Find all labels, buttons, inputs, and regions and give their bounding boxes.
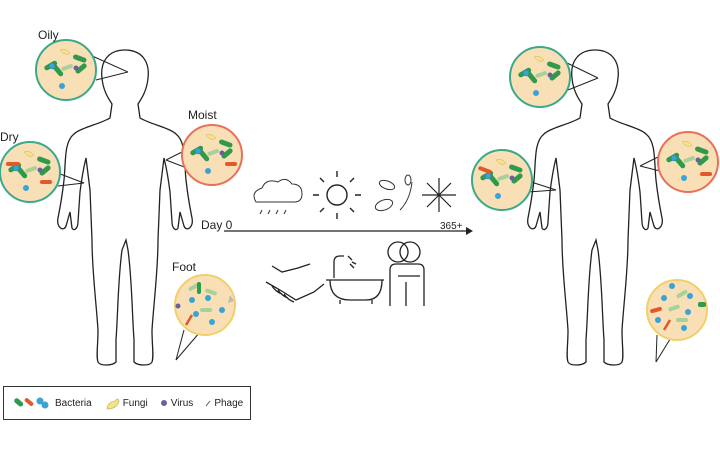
legend-item-fungi: Fungi <box>104 395 148 411</box>
timeline-end-label: 365+ <box>440 221 463 232</box>
oily-site-circle <box>35 39 129 101</box>
legend-bacteria-label: Bacteria <box>55 397 92 409</box>
foot-label: Foot <box>172 260 197 274</box>
virus-icon <box>160 400 167 406</box>
snowflake-icon <box>422 178 456 212</box>
oily-site-circle-day365 <box>509 46 599 108</box>
legend-virus-label: Virus <box>170 397 194 409</box>
legend-item-phage: Phage <box>205 398 243 409</box>
dry-site-circle <box>0 141 85 203</box>
moist-label: Moist <box>188 108 217 122</box>
legend-phage-label: Phage <box>214 397 244 409</box>
sun-icon <box>313 171 361 219</box>
falling-leaves-icon <box>374 174 413 212</box>
moist-site-circle <box>165 124 243 186</box>
rain-cloud-icon <box>253 178 303 215</box>
bathtub-shower-icon <box>326 255 384 304</box>
foot-site-circle <box>174 274 236 361</box>
phage-icon <box>205 400 211 407</box>
legend-fungi-label: Fungi <box>122 397 148 409</box>
bacteria-icon <box>14 397 49 409</box>
handshake-icon <box>265 263 325 303</box>
legend: Bacteria Fungi Virus Phage <box>3 386 251 420</box>
foot-site-circle-day365 <box>646 279 708 363</box>
timeline-arrow <box>224 227 473 235</box>
dry-label: Dry <box>0 130 19 144</box>
legend-item-virus: Virus <box>160 397 194 409</box>
legend-item-bacteria: Bacteria <box>14 396 92 410</box>
fungi-icon <box>106 398 120 410</box>
moist-site-circle-day365 <box>639 131 719 193</box>
dry-site-circle-day365 <box>471 149 557 211</box>
oily-label: Oily <box>38 28 59 42</box>
timeline-start-label: Day 0 <box>201 218 233 232</box>
hugging-couple-icon <box>387 241 425 306</box>
